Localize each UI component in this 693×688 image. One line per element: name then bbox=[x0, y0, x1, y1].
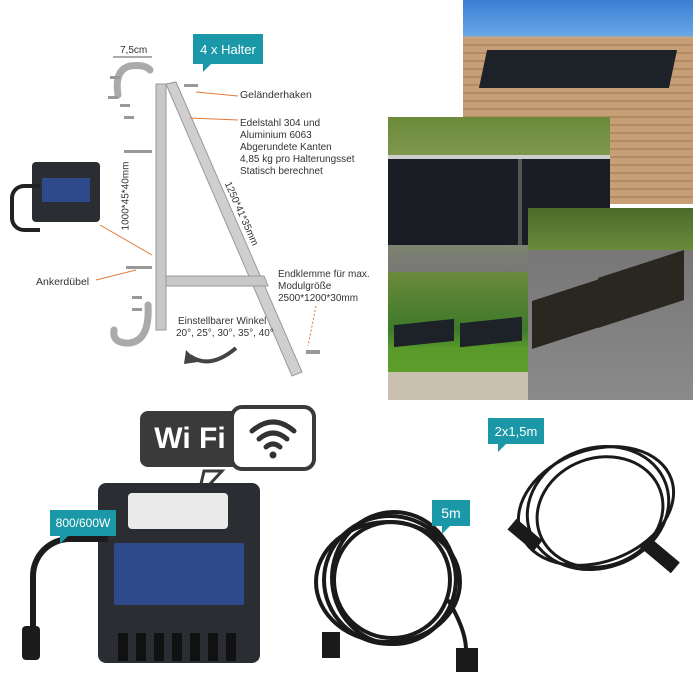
inverter-ac-plug bbox=[22, 626, 40, 660]
inverter-small bbox=[32, 162, 100, 222]
tag-cable-2x: 2x1,5m bbox=[488, 418, 544, 452]
label-material-1: Edelstahl 304 und bbox=[240, 118, 321, 129]
railing-hook-bottom bbox=[110, 301, 152, 347]
pointer-ankerduebel bbox=[95, 269, 137, 281]
inverter-connectors bbox=[118, 633, 238, 661]
label-gelaenderhaken: Geländerhaken bbox=[240, 89, 312, 101]
tag-halter: 4 x Halter bbox=[193, 34, 263, 72]
wifi-text-box: Wi Fi bbox=[140, 411, 240, 467]
label-material-4: 4,85 kg pro Halterungsset bbox=[240, 154, 355, 165]
balcony-rail bbox=[388, 155, 610, 159]
tag-power: 800/600W bbox=[50, 510, 116, 544]
photo-flat-roof-installation bbox=[528, 208, 693, 400]
label-winkel-1: Einstellbarer Winkel bbox=[178, 316, 267, 327]
railing-hook-top bbox=[113, 62, 154, 99]
inverter-large bbox=[98, 483, 260, 663]
label-winkel-2: 20°, 25°, 30°, 35°, 40° bbox=[176, 328, 274, 339]
inverter-product-label bbox=[114, 543, 244, 605]
pointer-endklemme bbox=[307, 305, 317, 347]
pointer-material bbox=[189, 117, 239, 121]
wifi-icon-bubble bbox=[230, 405, 316, 471]
rotation-arrowhead bbox=[184, 350, 198, 364]
label-ankerduebel: Ankerdübel bbox=[36, 276, 90, 288]
cable-2x-connector-left bbox=[507, 518, 543, 552]
label-width: 7,5cm bbox=[120, 45, 148, 56]
screws-bottom bbox=[124, 150, 320, 354]
cable-2x-connector-right bbox=[640, 536, 680, 574]
label-material-5: Statisch berechnet bbox=[240, 166, 323, 177]
label-material-3: Abgerundete Kanten bbox=[240, 142, 332, 153]
garden-path bbox=[388, 372, 528, 400]
photo-garden-installation bbox=[388, 272, 528, 400]
label-endklemme-2: Modulgröße bbox=[278, 281, 332, 292]
screws-top bbox=[108, 76, 198, 119]
tag-cable-5m: 5m bbox=[432, 500, 470, 534]
cable-5m-connector bbox=[322, 632, 340, 658]
label-material-2: Aluminium 6063 bbox=[240, 130, 312, 141]
cross-bar bbox=[165, 275, 269, 287]
vertical-post bbox=[155, 83, 167, 331]
inverter-ac-cable bbox=[30, 536, 108, 632]
inverter-small-cable bbox=[10, 184, 40, 232]
wifi-bubble: Wi Fi bbox=[140, 405, 318, 503]
inverter-mount-bracket bbox=[128, 493, 228, 529]
pointer-hook bbox=[195, 91, 239, 97]
inverter-small-label bbox=[42, 178, 90, 202]
pointer-inverter bbox=[99, 224, 153, 256]
cable-5m-plug bbox=[456, 648, 478, 672]
label-endklemme-1: Endklemme für max. bbox=[278, 269, 370, 280]
label-endklemme-3: 2500*1200*30mm bbox=[278, 293, 359, 304]
